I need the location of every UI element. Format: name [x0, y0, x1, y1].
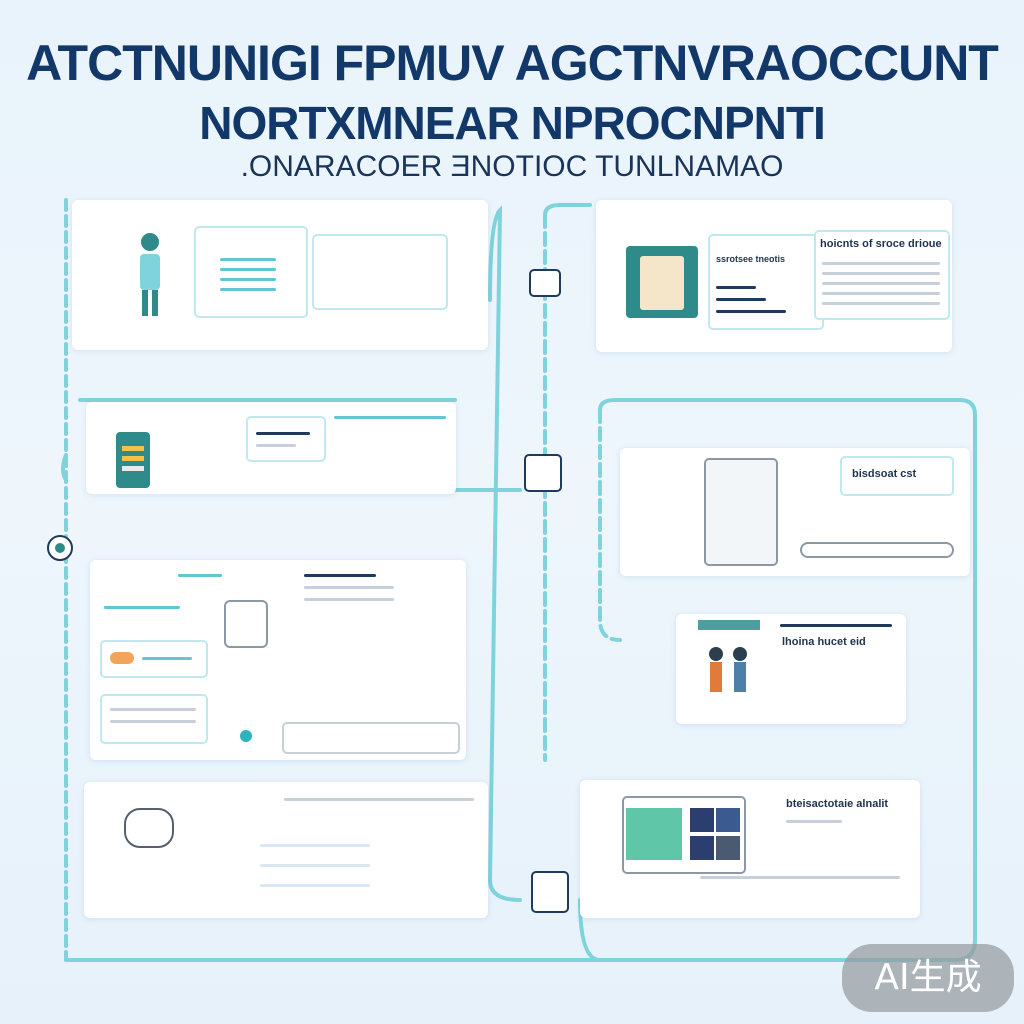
person-icon: [130, 230, 170, 320]
step-7-label: lhoina hucet eid: [782, 636, 866, 648]
document-icon: [626, 246, 698, 318]
step-panel-1: [72, 200, 488, 350]
step-2-inner-label: ssrotsee tneotis: [716, 254, 786, 264]
hand-icon: [124, 808, 174, 848]
step-4-arrow-card: [282, 722, 460, 754]
step-3-card: [246, 416, 326, 462]
step-6-label: bisdsoat cst: [852, 468, 917, 480]
step-6-device: [704, 458, 778, 566]
step-1-card: [312, 234, 448, 310]
step-panel-3: [86, 402, 456, 494]
step-2-card-label: hoicnts of sroce drioue: [820, 238, 942, 250]
page-subtitle: .ONARACOER ƎNOTIOC TUNLNAMAO: [240, 150, 784, 183]
step-8-screen: [622, 796, 746, 874]
device-icon: [224, 600, 268, 648]
step-panel-2: ssrotsee tneotis hoicnts of sroce drioue: [596, 200, 952, 352]
step-panel-8: bteisactotaie alnalit: [580, 780, 920, 918]
step-2-text-card: hoicnts of sroce drioue: [814, 230, 950, 320]
status-dot: [240, 730, 252, 742]
step-panel-7: lhoina hucet eid: [676, 614, 906, 724]
step-panel-6: bisdsoat cst: [620, 448, 970, 576]
step-4-card-2: [100, 694, 208, 744]
form-icon: [116, 432, 150, 488]
step-4-input-card: [100, 640, 208, 678]
ai-generated-badge: AI生成: [842, 944, 1014, 1012]
toggle-icon: [800, 542, 954, 558]
step-6-label-card: bisdsoat cst: [840, 456, 954, 496]
step-2-info-card: ssrotsee tneotis: [708, 234, 824, 330]
people-icon: [698, 620, 760, 710]
page-title-line-2: NORTXMNEAR NPROCNPNTI: [199, 97, 826, 149]
step-panel-5: [84, 782, 488, 918]
page-title: ATCTNUNIGI FPMUV AGCTNVRAOCCUNT: [26, 35, 999, 91]
step-8-label: bteisactotaie alnalit: [786, 798, 889, 810]
step-panel-4: [90, 560, 466, 760]
step-1-monitor: [194, 226, 308, 318]
